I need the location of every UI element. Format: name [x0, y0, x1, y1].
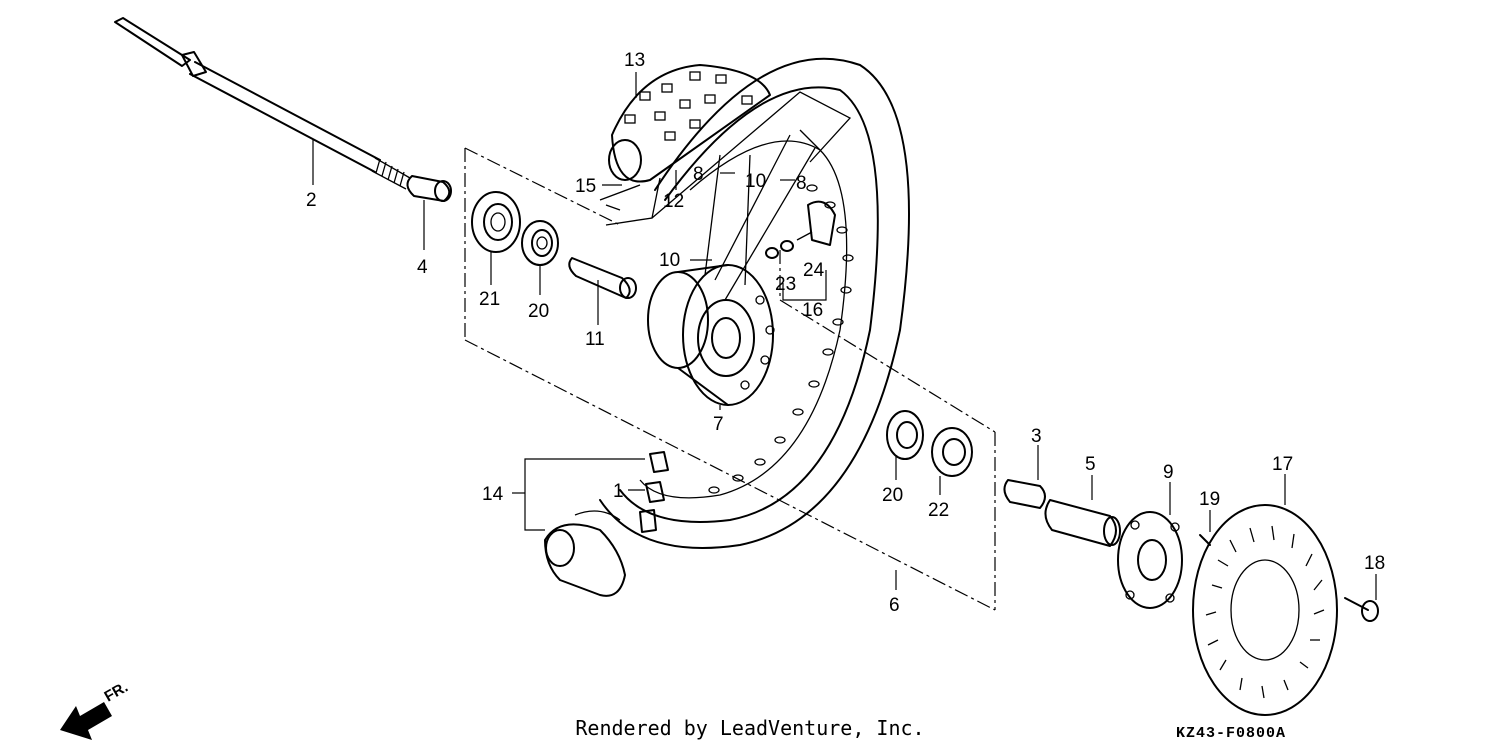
tire — [608, 64, 771, 183]
bearing-right-outer — [931, 427, 973, 477]
wheel-assembly-bracket — [464, 147, 996, 611]
front-direction-label: FR. — [102, 679, 131, 706]
callout-13: 13 — [624, 50, 645, 71]
axle-spacer — [406, 175, 452, 202]
side-collar — [1044, 499, 1121, 547]
callout-7: 7 — [713, 414, 724, 435]
spokes — [704, 129, 821, 301]
callout-16: 16 — [802, 300, 823, 321]
callout-11: 11 — [585, 329, 605, 350]
callout-8-b: 8 — [796, 173, 807, 194]
callout-6: 6 — [889, 595, 900, 616]
callout-20-a: 20 — [528, 301, 549, 322]
callout-1: 1 — [613, 481, 624, 502]
callout-8-a: 8 — [693, 164, 704, 185]
callout-9: 9 — [1163, 462, 1174, 483]
rim-band — [599, 91, 852, 226]
callout-23: 23 — [775, 274, 796, 295]
rendered-by-credit: Rendered by LeadVenture, Inc. — [575, 716, 925, 740]
bearing-right-inner — [886, 410, 924, 460]
wheel-hub — [647, 264, 775, 406]
callout-2: 2 — [306, 190, 317, 211]
callout-10-b: 10 — [659, 250, 680, 271]
callout-3: 3 — [1031, 426, 1042, 447]
valve-nut — [645, 481, 665, 503]
callout-20-b: 20 — [882, 485, 903, 506]
axle — [114, 17, 411, 190]
callout-19: 19 — [1199, 489, 1220, 510]
callout-labels: 13 2 15 12 8 10 8 4 21 20 11 10 23 24 16… — [306, 50, 1385, 616]
callout-15: 15 — [575, 176, 596, 197]
spoke-balance-weight — [765, 200, 836, 259]
callout-14: 14 — [482, 484, 504, 505]
callout-24: 24 — [803, 260, 825, 281]
front-direction-arrow: FR. — [60, 679, 131, 740]
distance-collar — [568, 257, 637, 299]
bearing-left-outer — [471, 191, 521, 253]
leader-lines — [312, 72, 1377, 600]
callout-17: 17 — [1272, 454, 1293, 475]
spoke-holes — [708, 184, 854, 494]
callout-21: 21 — [479, 289, 500, 310]
callout-5: 5 — [1085, 454, 1096, 475]
brake-disc — [1192, 504, 1338, 716]
brake-disc-slots — [1205, 525, 1325, 699]
diagram-code: KZ43-F0800A — [1176, 725, 1287, 742]
callout-10-a: 10 — [745, 171, 766, 192]
disc-hub-adapter — [1117, 511, 1183, 609]
valve-stem — [639, 509, 657, 533]
inner-tube — [544, 510, 626, 597]
wheel-rim — [599, 57, 910, 549]
callout-12: 12 — [663, 191, 684, 212]
callout-18: 18 — [1364, 553, 1385, 574]
valve-cap — [649, 451, 669, 473]
bearing-left-inner — [521, 220, 559, 266]
callout-4: 4 — [417, 257, 428, 278]
callout-22: 22 — [928, 500, 949, 521]
right-spacer — [1003, 479, 1046, 509]
disc-bolt-large — [1344, 597, 1379, 622]
